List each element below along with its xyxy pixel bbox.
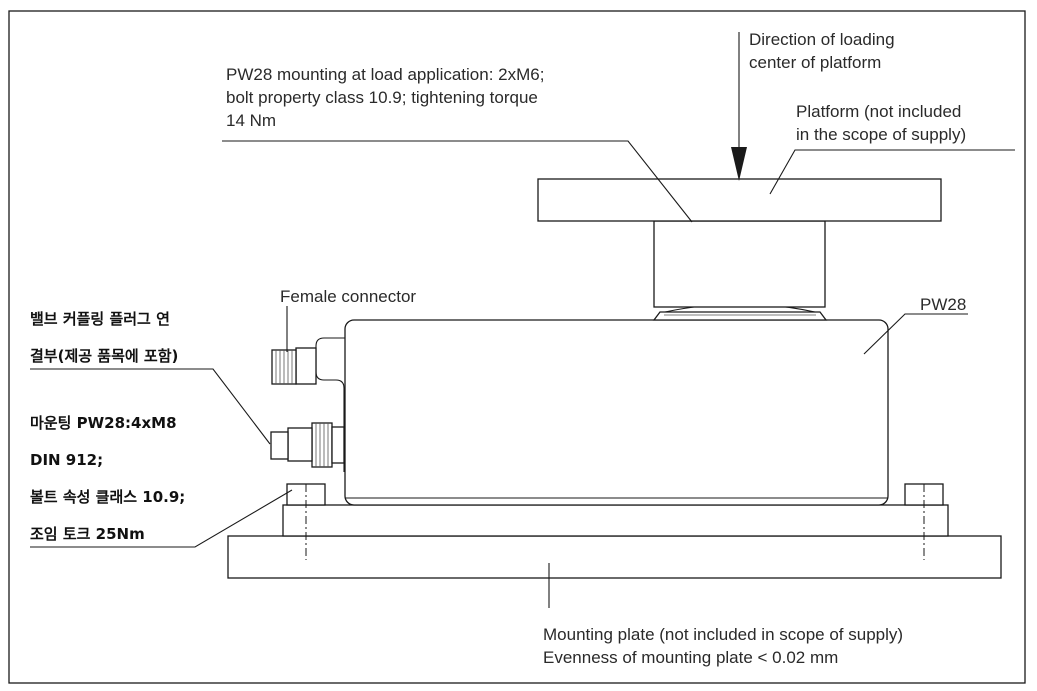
frame-border [8,10,1026,684]
direction-line-1: Direction of loading [749,30,895,49]
platform [537,178,942,222]
direction-label: Direction of loading center of platform [749,28,895,74]
mounting-bottom-line-2: DIN 912; [30,451,104,469]
valve-coupling-plug [270,422,345,468]
platform-line-2: in the scope of supply) [796,125,967,144]
load-arrow-head [731,147,747,181]
mounting-bottom-line-1: 마운팅 PW28:4xM8 [30,414,177,432]
mounting-plate-line-1: Mounting plate (not included in scope of… [543,625,904,644]
leader-mounting-bottom [30,489,293,548]
mounting-bottom-line-3: 볼트 속성 클래스 10.9; [30,488,186,506]
valve-coupling-line-2: 결부(제공 품목에 포함) [30,347,179,365]
connector-housing [315,337,345,472]
platform-line-1: Platform (not included [796,102,962,121]
load-button-washer [652,311,828,321]
load-column [653,220,826,308]
mounting-bottom-label: 마운팅 PW28:4xM8 DIN 912; 볼트 속성 클래스 10.9; 조… [30,405,185,553]
leader-valve-coupling [30,368,271,445]
mounting-top-line-1: PW28 mounting at load application: 2xM6; [226,65,545,84]
mounting-top-line-2: bolt property class 10.9; tightening tor… [226,88,538,107]
adapter-plate [282,504,949,537]
leader-platform [769,149,1015,195]
pw28-body [344,319,889,506]
direction-line-2: center of platform [749,53,882,72]
female-connector [271,347,317,385]
leader-mounting-top [222,140,693,223]
female-connector-label: Female connector [280,287,417,306]
valve-coupling-label: 밸브 커플링 플러그 연 결부(제공 품목에 포함) [30,301,178,375]
mounting-top-line-3: 14 Nm [226,111,277,130]
mounting-bottom-line-4: 조임 토크 25Nm [30,525,145,543]
pw28-label: PW28 [920,295,967,314]
leader-pw28 [863,313,968,355]
mounting-plate-label: Mounting plate (not included in scope of… [543,623,903,669]
mounting-plate [227,535,1002,579]
valve-coupling-line-1: 밸브 커플링 플러그 연 [30,310,170,328]
platform-label: Platform (not included in the scope of s… [796,100,966,146]
mounting-plate-line-2: Evenness of mounting plate < 0.02 mm [543,648,839,667]
mounting-top-note: PW28 mounting at load application: 2xM6;… [226,63,544,132]
